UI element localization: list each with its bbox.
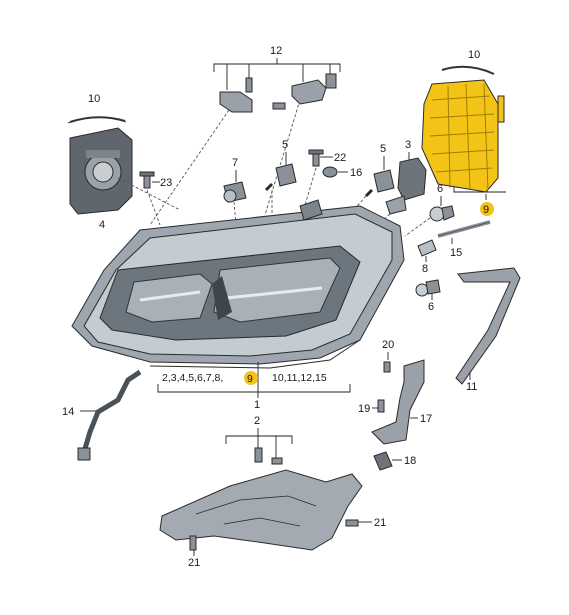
label-22: 22 bbox=[334, 152, 346, 164]
label-12: 12 bbox=[270, 45, 282, 57]
bracket-17 bbox=[371, 359, 425, 445]
group-12-brackets: 12 bbox=[149, 45, 341, 226]
label-21-bottom: 21 bbox=[188, 557, 200, 569]
label-18: 18 bbox=[404, 455, 416, 467]
highlight-dot-9-right bbox=[480, 202, 494, 216]
label-2: 2 bbox=[254, 415, 260, 427]
bulb-8-group: 8 bbox=[417, 239, 437, 275]
hose-14 bbox=[81, 369, 142, 453]
seal-ring-10-right bbox=[441, 65, 495, 75]
bulb-6-lower-group: 6 bbox=[415, 279, 441, 313]
highlight-dot-9-group1 bbox=[244, 371, 258, 385]
trim-strip-11-group: 11 bbox=[455, 267, 521, 393]
label-21-right: 21 bbox=[374, 517, 386, 529]
cover-assembly-right: 10 9 bbox=[421, 49, 506, 216]
headlight-housing bbox=[71, 199, 405, 369]
label-3: 3 bbox=[405, 139, 411, 151]
group1-left-list: 2,3,4,5,6,7,8, bbox=[162, 372, 223, 384]
bulb-holder-5-right bbox=[373, 169, 395, 193]
label-5-left: 5 bbox=[282, 139, 288, 151]
wire-15-group: 15 bbox=[437, 220, 491, 259]
bulb-8 bbox=[417, 239, 437, 257]
group1-right-list: 10,11,12,15 bbox=[272, 372, 327, 384]
trim-strip-11 bbox=[455, 267, 521, 385]
cap-assembly-left: 10 4 bbox=[67, 93, 181, 231]
group-1-callout: 2,3,4,5,6,7,8, 9 10,11,12,15 1 bbox=[157, 362, 351, 411]
bracket-right bbox=[291, 79, 327, 105]
screw-21-bottom bbox=[189, 535, 197, 551]
label-8: 8 bbox=[422, 263, 428, 275]
bulb-6-upper-group: 6 bbox=[404, 183, 455, 237]
label-15: 15 bbox=[450, 247, 462, 259]
label-7: 7 bbox=[232, 157, 238, 169]
clip-18 bbox=[373, 451, 393, 471]
label-9-right: 9 bbox=[483, 204, 489, 216]
screw-23-group: 23 bbox=[139, 171, 172, 226]
label-23: 23 bbox=[160, 177, 172, 189]
group1-left-highlight: 9 bbox=[247, 373, 253, 385]
label-1: 1 bbox=[254, 399, 260, 411]
screw-21-right bbox=[345, 519, 359, 527]
label-14: 14 bbox=[62, 406, 74, 418]
cap-16-group: 16 bbox=[322, 166, 362, 179]
control-module-3 bbox=[397, 157, 427, 201]
screw-19 bbox=[377, 399, 385, 413]
label-5-right: 5 bbox=[380, 143, 386, 155]
hose-14-group: 14 bbox=[62, 369, 142, 461]
label-10-left: 10 bbox=[88, 93, 100, 105]
label-4: 4 bbox=[99, 219, 105, 231]
bracket-17-group: 20 17 19 18 bbox=[358, 339, 432, 471]
bracket-2-group: 2 21 21 bbox=[159, 415, 386, 569]
lower-bracket-2 bbox=[159, 469, 363, 551]
label-10-right: 10 bbox=[468, 49, 480, 61]
screw-20 bbox=[383, 361, 391, 373]
label-6-lower: 6 bbox=[428, 301, 434, 313]
label-20: 20 bbox=[382, 339, 394, 351]
seal-ring-10-left bbox=[69, 116, 126, 123]
label-16: 16 bbox=[350, 167, 362, 179]
label-6-upper: 6 bbox=[437, 183, 443, 195]
bulb-holder-5-left bbox=[275, 163, 297, 187]
screw-12a bbox=[245, 77, 253, 93]
module-3-group: 3 bbox=[369, 139, 427, 233]
screw-22-group: 22 bbox=[304, 149, 346, 206]
label-19: 19 bbox=[358, 403, 370, 415]
plug-16 bbox=[322, 166, 338, 178]
bulb-5-right-group: 5 bbox=[344, 143, 395, 221]
label-17: 17 bbox=[420, 413, 432, 425]
bulb-7-group: 7 bbox=[223, 157, 247, 226]
bulb-5-left-group: 5 bbox=[264, 139, 297, 215]
group1-left-prefix: 2,3,4,5,6,7,8, bbox=[162, 372, 223, 384]
label-11: 11 bbox=[466, 381, 477, 393]
bracket-left bbox=[219, 91, 253, 113]
